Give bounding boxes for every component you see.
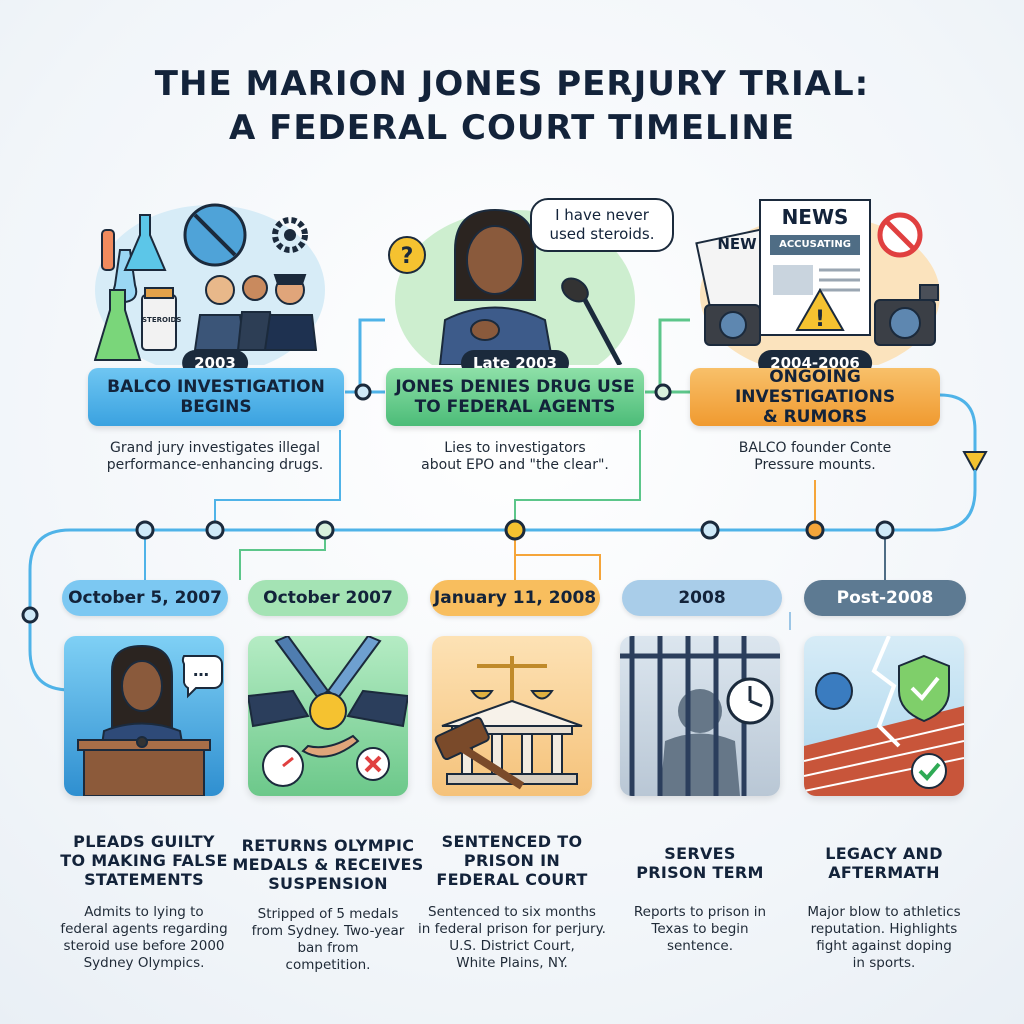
top-heading-2-line-2: TO FEDERAL AGENTS: [414, 397, 616, 417]
bottom-heading-1-line-3: STATEMENTS: [84, 870, 204, 889]
bottom-description-2-line-3: ban from: [297, 940, 359, 956]
top-description-3-line-1: BALCO founder Conte: [738, 440, 892, 456]
bottom-description-1-line-4: Sydney Olympics.: [83, 955, 205, 971]
quote-line-2: used steroids.: [549, 225, 655, 243]
card-sentencing: [432, 636, 592, 796]
top-heading-2-line-1: JONES DENIES DRUG USE: [395, 377, 635, 397]
top-heading-1-line-1: BALCO INVESTIGATION: [107, 377, 325, 397]
bottom-description-2-line-2: from Sydney. Two-year: [251, 923, 405, 939]
bottom-heading-2: RETURNS OLYMPIC MEDALS & RECEIVES SUSPEN…: [228, 836, 428, 893]
page-title: THE MARION JONES PERJURY TRIAL: A FEDERA…: [0, 62, 1024, 150]
bottom-heading-2-line-1: RETURNS OLYMPIC: [241, 836, 415, 855]
bottom-description-3-line-1: Sentenced to six months: [428, 904, 596, 920]
top-heading-3: ONGOING INVESTIGATIONS & RUMORS: [690, 367, 940, 427]
svg-text:!: !: [815, 307, 825, 332]
top-heading-3-line-2: & RUMORS: [762, 407, 868, 427]
bottom-heading-5-line-1: LEGACY AND: [825, 844, 943, 863]
newspaper-headline: ACCUSATING: [779, 239, 851, 250]
bottom-description-3-line-2: in federal prison for perjury.: [418, 921, 606, 937]
bottom-date-1: October 5, 2007: [62, 580, 228, 616]
bottom-description-5-line-4: in sports.: [852, 955, 916, 971]
bottom-description-4-line-3: sentence.: [666, 938, 734, 954]
bottom-heading-1-line-2: TO MAKING FALSE: [60, 851, 228, 870]
top-heading-1: BALCO INVESTIGATION BEGINS: [88, 368, 344, 426]
quote-line-1: I have never: [555, 206, 649, 224]
card-legacy: [804, 636, 964, 796]
bottom-description-2-line-1: Stripped of 5 medals: [257, 906, 399, 922]
title-line-1: THE MARION JONES PERJURY TRIAL:: [154, 64, 870, 104]
illustration-balco: STEROIDS: [90, 190, 330, 365]
steroids-bottle-label: STEROIDS: [142, 316, 182, 324]
bottom-heading-3-line-2: PRISON IN: [463, 851, 561, 870]
top-description-1: Grand jury investigates illegal performa…: [90, 440, 340, 474]
bottom-description-4: Reports to prison in Texas to begin sent…: [600, 904, 800, 955]
svg-text:…: …: [193, 661, 209, 680]
bottom-description-2: Stripped of 5 medals from Sydney. Two-ye…: [228, 906, 428, 974]
bottom-description-3: Sentenced to six months in federal priso…: [406, 904, 618, 972]
illustration-news: ! NEWS NEW ACCUSATING: [695, 195, 945, 365]
bottom-description-5-line-1: Major blow to athletics: [807, 904, 961, 920]
bottom-description-4-line-2: Texas to begin: [651, 921, 749, 937]
bottom-heading-4: SERVES PRISON TERM: [600, 844, 800, 882]
bottom-description-4-line-1: Reports to prison in: [633, 904, 767, 920]
bottom-heading-3-line-3: FEDERAL COURT: [436, 870, 588, 889]
bottom-heading-3-line-1: SENTENCED TO: [441, 832, 583, 851]
bottom-description-3-line-4: White Plains, NY.: [456, 955, 568, 971]
top-description-2-line-1: Lies to investigators: [444, 440, 586, 456]
top-description-3-line-2: Pressure mounts.: [754, 457, 876, 473]
top-description-3: BALCO founder Conte Pressure mounts.: [690, 440, 940, 474]
bottom-date-2: October 2007: [248, 580, 408, 616]
bottom-heading-4-line-1: SERVES: [664, 844, 736, 863]
top-heading-3-line-1: ONGOING INVESTIGATIONS: [734, 367, 896, 407]
bottom-description-3-line-3: U.S. District Court,: [449, 938, 575, 954]
top-heading-1-line-2: BEGINS: [180, 397, 252, 417]
bottom-date-5: Post-2008: [804, 580, 966, 616]
top-description-2: Lies to investigators about EPO and "the…: [390, 440, 640, 474]
bottom-heading-1-line-1: PLEADS GUILTY: [73, 832, 215, 851]
card-guilty-plea: …: [64, 636, 224, 796]
bottom-heading-5-line-2: AFTERMATH: [828, 863, 940, 882]
bottom-heading-1: PLEADS GUILTY TO MAKING FALSE STATEMENTS: [44, 832, 244, 889]
bottom-description-1-line-2: federal agents regarding: [60, 921, 228, 937]
bottom-heading-2-line-3: SUSPENSION: [268, 874, 388, 893]
bottom-date-3: January 11, 2008: [430, 580, 600, 616]
bottom-description-1: Admits to lying to federal agents regard…: [44, 904, 244, 972]
bottom-description-1-line-1: Admits to lying to: [84, 904, 204, 920]
card-medals: [248, 636, 408, 796]
bottom-description-5-line-2: reputation. Highlights: [810, 921, 958, 937]
bottom-description-5-line-3: fight against doping: [816, 938, 952, 954]
quote-bubble: I have never used steroids.: [530, 198, 674, 252]
bottom-date-4: 2008: [622, 580, 782, 616]
bottom-description-2-line-4: competition.: [285, 957, 371, 973]
top-heading-2: JONES DENIES DRUG USE TO FEDERAL AGENTS: [386, 368, 644, 426]
newspaper-back-label: NEW: [717, 235, 757, 253]
bottom-description-1-line-3: steroid use before 2000: [63, 938, 225, 954]
top-description-1-line-2: performance-enhancing drugs.: [106, 457, 324, 473]
bottom-heading-4-line-2: PRISON TERM: [636, 863, 764, 882]
top-description-2-line-2: about EPO and "the clear".: [421, 457, 609, 473]
newspaper-main-label: NEWS: [781, 205, 849, 229]
title-line-2: A FEDERAL COURT TIMELINE: [228, 108, 796, 148]
bottom-heading-2-line-2: MEDALS & RECEIVES: [232, 855, 424, 874]
bottom-heading-3: SENTENCED TO PRISON IN FEDERAL COURT: [412, 832, 612, 889]
card-prison: [620, 636, 780, 796]
bottom-description-5: Major blow to athletics reputation. High…: [784, 904, 984, 972]
top-description-1-line-1: Grand jury investigates illegal: [110, 440, 320, 456]
bottom-heading-5: LEGACY AND AFTERMATH: [784, 844, 984, 882]
svg-text:?: ?: [401, 244, 414, 269]
